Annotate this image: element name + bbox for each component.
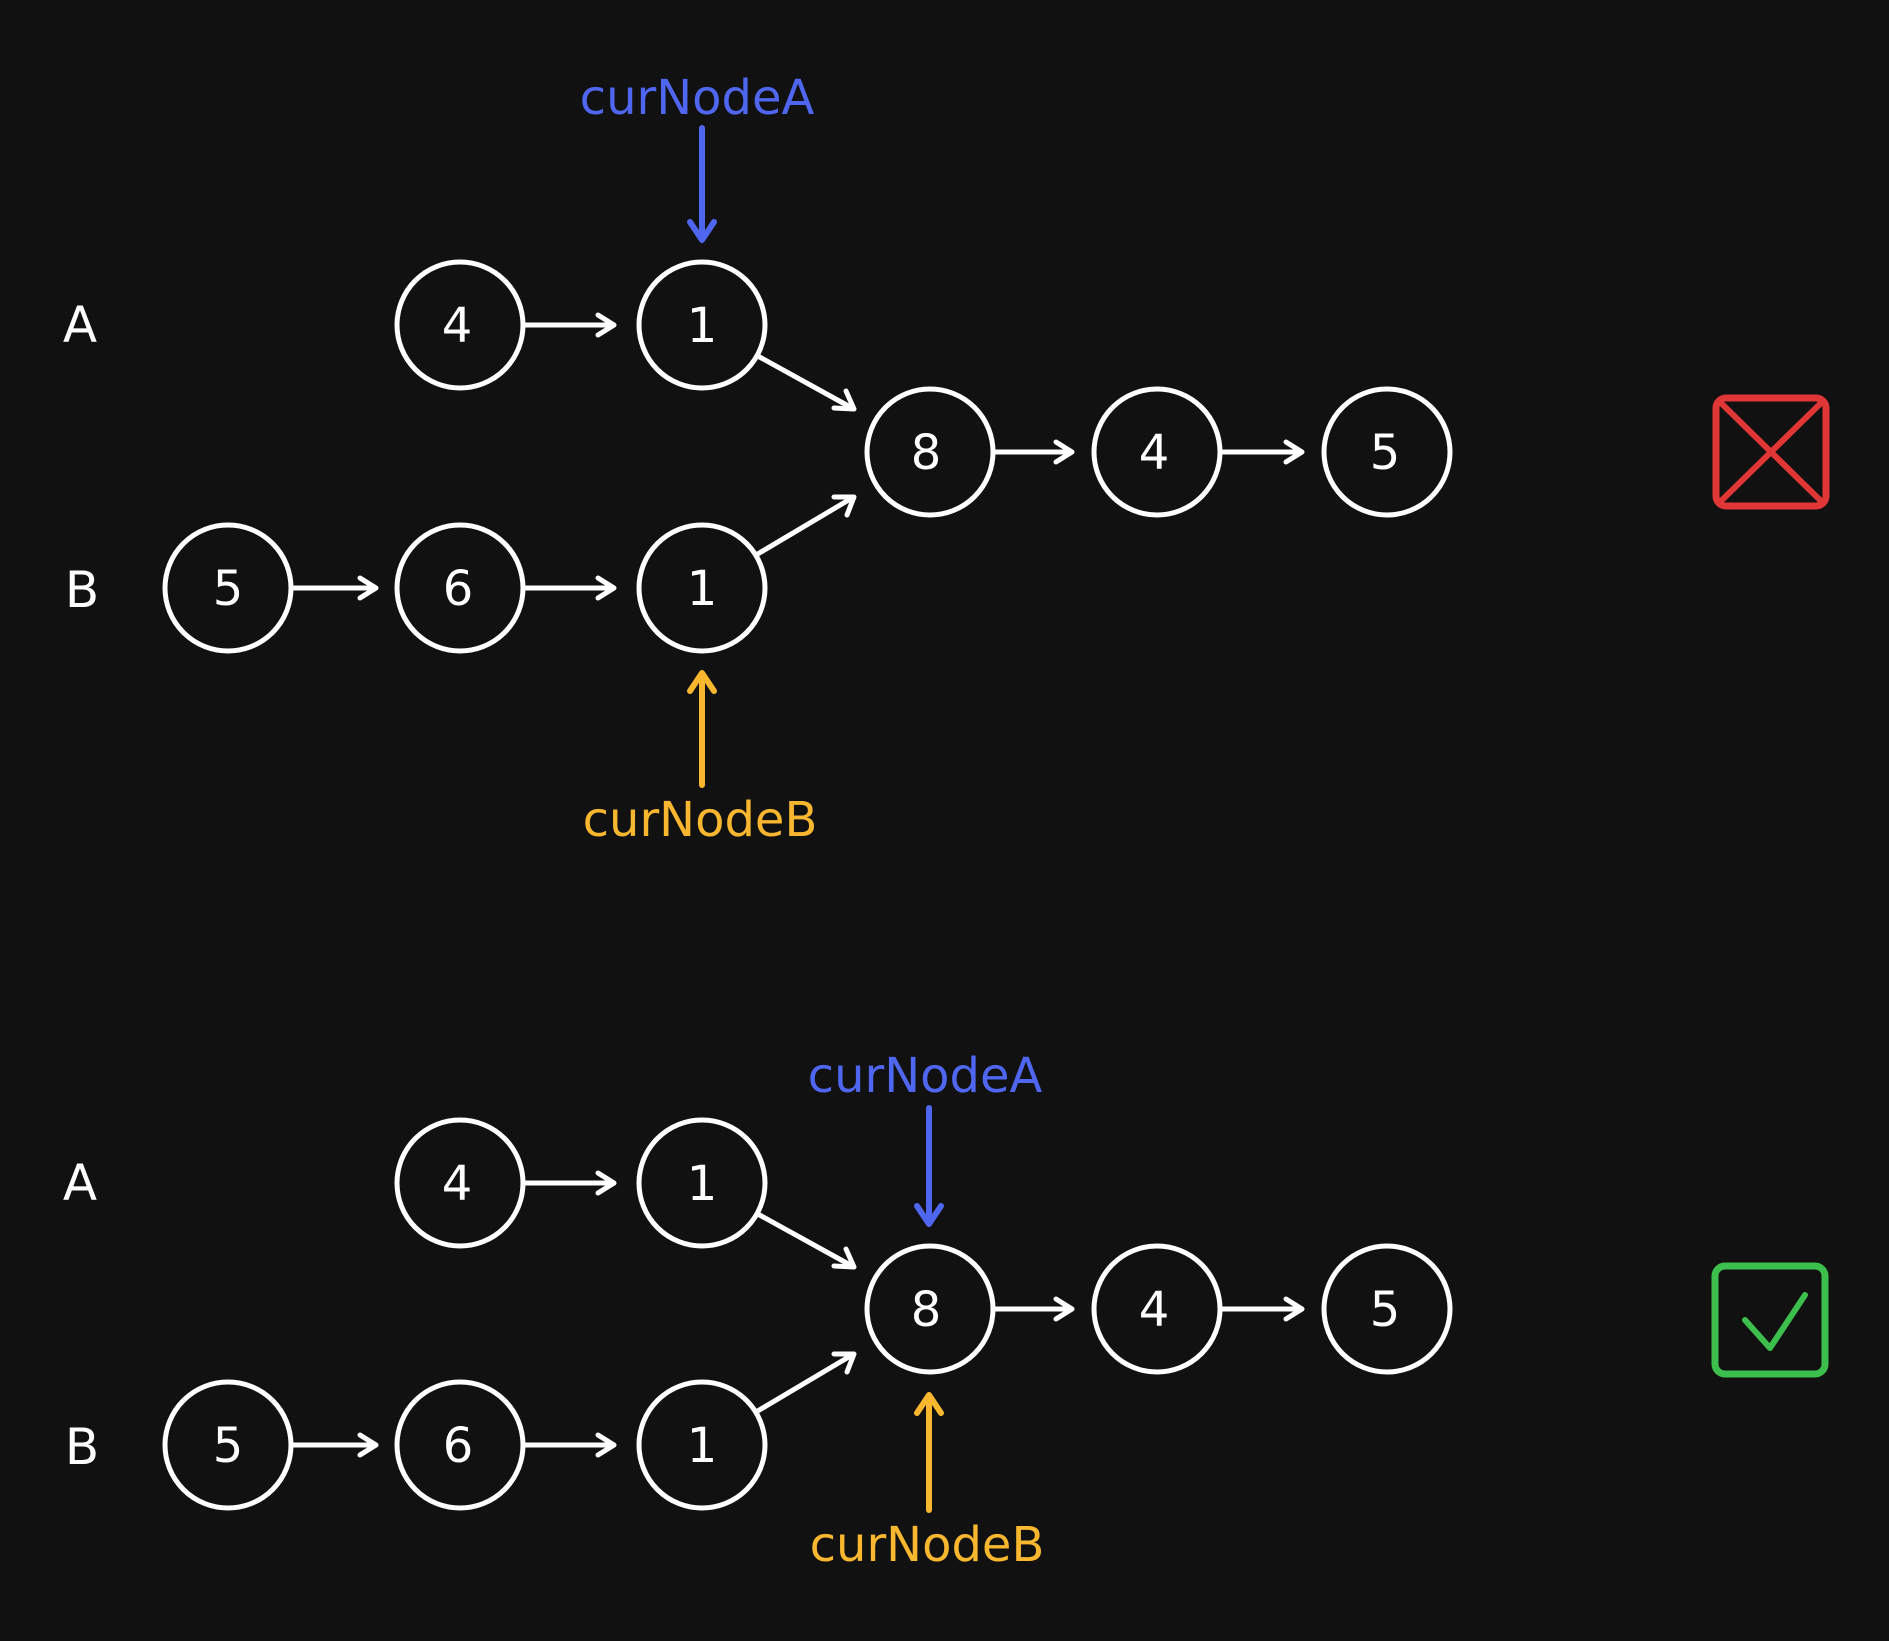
list-b-node: 6 — [394, 1379, 526, 1511]
list-a-label: A — [63, 1154, 97, 1212]
shared-node: 4 — [1091, 1243, 1223, 1375]
list-b-label: B — [65, 561, 99, 619]
shared-node: 5 — [1321, 1243, 1453, 1375]
node-value: 1 — [687, 1418, 718, 1474]
pointer-a-label: curNodeA — [808, 1048, 1043, 1104]
node-value: 1 — [687, 561, 718, 617]
pointer-b: curNodeB — [583, 670, 818, 848]
arrowhead — [1053, 439, 1075, 465]
edge — [753, 352, 855, 411]
shared-node: 8 — [864, 1243, 996, 1375]
node-value: 6 — [443, 561, 474, 617]
arrowhead — [831, 1351, 857, 1375]
node-value: 4 — [442, 298, 473, 354]
arrowhead — [831, 1246, 857, 1270]
pointer-a-label: curNodeA — [580, 70, 815, 126]
list-b-node: 5 — [162, 522, 294, 654]
panel-incorrect: A B 4 1 — [63, 70, 1830, 848]
arrowhead — [595, 1432, 617, 1458]
arrowhead — [357, 575, 379, 601]
arrowhead — [595, 1170, 617, 1196]
pointer-b: curNodeB — [810, 1392, 1045, 1573]
arrowhead — [595, 575, 617, 601]
arrowhead — [357, 1432, 379, 1458]
node-value: 1 — [687, 298, 718, 354]
edge — [753, 1210, 855, 1269]
node-value: 5 — [213, 1418, 244, 1474]
pointer-a-arrowhead — [914, 1203, 944, 1227]
list-b-node: 6 — [394, 522, 526, 654]
check-box-icon — [1711, 1262, 1829, 1378]
list-b-node: 1 — [636, 1379, 768, 1511]
pointer-b-label: curNodeB — [810, 1517, 1045, 1573]
edge — [753, 495, 855, 558]
arrowhead — [1053, 1296, 1075, 1322]
arrowhead — [831, 494, 857, 518]
node-value: 6 — [443, 1418, 474, 1474]
arrowhead — [595, 312, 617, 338]
arrowhead — [1283, 1296, 1305, 1322]
node-value: 5 — [1370, 1282, 1401, 1338]
node-value: 8 — [911, 1282, 942, 1338]
list-b-label: B — [65, 1418, 99, 1476]
edges — [288, 1170, 1305, 1458]
shared-node: 8 — [864, 386, 996, 518]
node-value: 4 — [1139, 1282, 1170, 1338]
node-value: 5 — [213, 561, 244, 617]
node-value: 4 — [1139, 425, 1170, 481]
list-a-label: A — [63, 296, 97, 354]
pointer-a: curNodeA — [808, 1048, 1043, 1227]
edge — [753, 1352, 855, 1415]
list-b-node: 1 — [636, 522, 768, 654]
cross-box-icon — [1712, 394, 1830, 510]
node-value: 1 — [687, 1156, 718, 1212]
node-value: 4 — [442, 1156, 473, 1212]
list-b-node: 5 — [162, 1379, 294, 1511]
shared-node: 4 — [1091, 386, 1223, 518]
pointer-b-label: curNodeB — [583, 792, 818, 848]
node-value: 8 — [911, 425, 942, 481]
panel-correct: A B 4 1 — [63, 1048, 1829, 1573]
pointer-b-arrowhead — [687, 670, 717, 694]
edges — [288, 312, 1305, 601]
node-value: 5 — [1370, 425, 1401, 481]
arrowhead — [1283, 439, 1305, 465]
list-a-node: 1 — [636, 259, 768, 391]
shared-node: 5 — [1321, 386, 1453, 518]
pointer-b-arrowhead — [914, 1392, 944, 1416]
pointer-a: curNodeA — [580, 70, 815, 243]
list-a-node: 4 — [394, 1117, 526, 1249]
list-a-node: 4 — [394, 259, 526, 391]
pointer-a-arrowhead — [687, 219, 717, 243]
list-a-node: 1 — [636, 1117, 768, 1249]
arrowhead — [831, 388, 857, 412]
